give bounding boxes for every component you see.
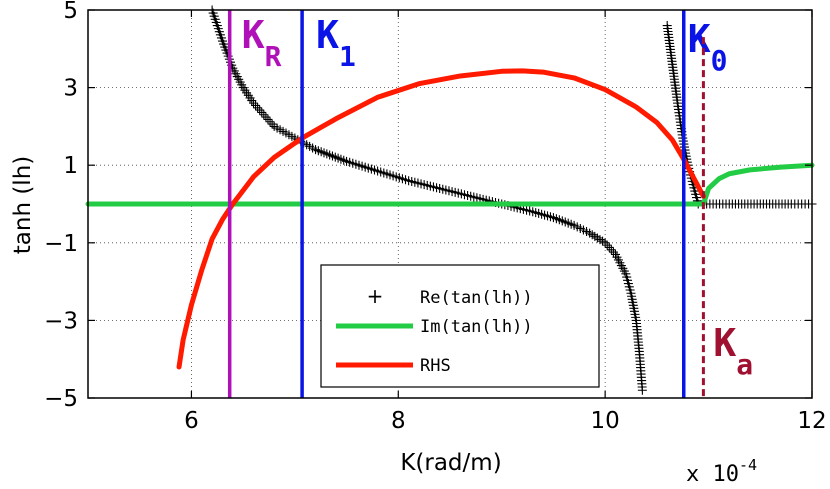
series-marker-path xyxy=(698,199,817,209)
vertical-line-label-subscript: a xyxy=(736,348,753,381)
y-tick-label: −3 xyxy=(44,308,78,334)
y-tick-label: 1 xyxy=(63,153,78,179)
legend-marker-plus: + xyxy=(367,284,384,308)
vertical-line-label-k0: K0 xyxy=(688,17,728,77)
x-multiplier-label: x 10-4 xyxy=(686,456,757,487)
series-markers-re-tan-lh-3 xyxy=(698,199,817,209)
vertical-line-label-subscript: 0 xyxy=(711,44,728,77)
vertical-line-label-main: K xyxy=(688,17,711,61)
y-tick-label: −5 xyxy=(44,386,78,412)
ticks xyxy=(88,9,813,399)
y-tick-label: −1 xyxy=(44,231,78,257)
legend-label-rhs: RHS xyxy=(420,356,451,376)
legend-label-re: Re(tan(lh)) xyxy=(420,288,533,308)
plot-frame xyxy=(87,9,813,399)
x-tick-label: 6 xyxy=(184,408,199,434)
x-tick-label: 10 xyxy=(591,408,620,434)
vertical-line-label-k1: K1 xyxy=(316,13,356,73)
vertical-line-label-main: K xyxy=(713,321,736,365)
y-axis-title: tanh (lh) xyxy=(10,156,36,255)
series-layer xyxy=(85,5,817,395)
legend-entry-re: + Re(tan(lh)) xyxy=(367,284,533,308)
x-multiplier-prefix: x 10 xyxy=(686,462,739,487)
legend-entry-rhs: RHS xyxy=(336,356,451,376)
vertical-line-label-main: K xyxy=(316,13,339,57)
vertical-line-label-kr: KR xyxy=(242,13,282,73)
vertical-line-label-ka: Ka xyxy=(713,321,753,381)
x-axis-title: K(rad/m) xyxy=(400,450,501,476)
vertical-line-label-main: K xyxy=(242,13,265,57)
vertical-line-label-subscript: 1 xyxy=(339,40,356,73)
legend: + Re(tan(lh)) Im(tan(lh)) RHS xyxy=(320,264,600,388)
x-tick-label: 12 xyxy=(797,408,826,434)
y-tick-label: 3 xyxy=(63,76,78,102)
vertical-line-label-subscript: R xyxy=(265,40,282,73)
x-tick-label: 8 xyxy=(391,408,406,434)
x-multiplier-exponent: -4 xyxy=(739,456,757,474)
legend-entry-im: Im(tan(lh)) xyxy=(336,317,533,337)
series-line-rhs xyxy=(176,68,706,370)
y-tick-label: 5 xyxy=(63,0,78,24)
legend-label-im: Im(tan(lh)) xyxy=(420,317,533,337)
series-line-im-tan-lh- xyxy=(85,162,815,207)
